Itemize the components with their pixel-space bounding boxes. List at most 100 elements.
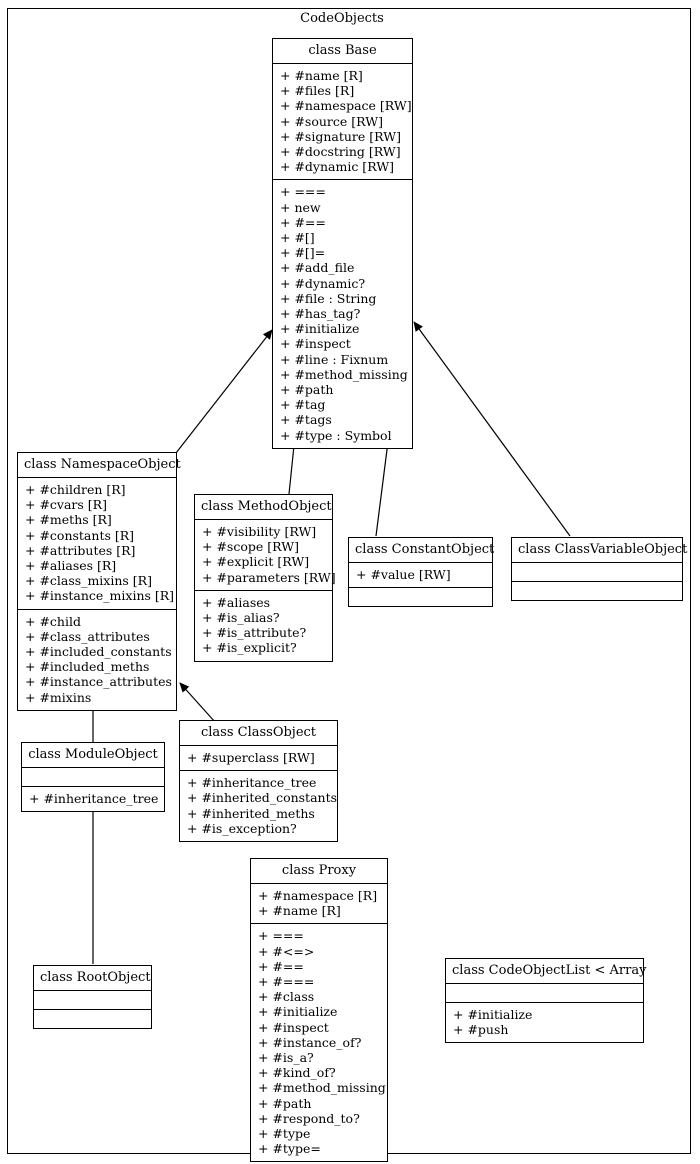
- method-row: + #method_missing: [258, 1080, 386, 1096]
- class-methods-moduleobject: + #inheritance_tree: [22, 787, 164, 811]
- class-methods-base: + === + new + #== + #[] + #[]= + #add_fi…: [273, 180, 412, 447]
- class-box-rootobject[interactable]: class RootObject: [33, 965, 152, 1029]
- method-row: + #method_missing: [280, 366, 408, 382]
- method-row: + #==: [280, 214, 326, 230]
- class-methods-codeobjectlist: + #initialize + #push: [446, 1003, 643, 1042]
- method-row: + #path: [258, 1095, 312, 1111]
- class-box-namespaceobject[interactable]: class NamespaceObject + #children [R] + …: [17, 452, 181, 711]
- class-box-methodobject[interactable]: class MethodObject + #visibility [RW] + …: [194, 494, 336, 662]
- method-row: + #child: [25, 613, 81, 629]
- method-row: + #dynamic?: [280, 275, 366, 291]
- method-row: + #class: [258, 989, 315, 1005]
- attribute-row: + #constants [R]: [25, 527, 135, 543]
- attribute-row: + #explicit [RW]: [202, 554, 310, 570]
- method-row: + #included_meths: [25, 659, 150, 675]
- class-attributes-namespaceobject: + #children [R] + #cvars [R] + #meths [R…: [18, 478, 176, 610]
- attribute-row: + #namespace [R]: [258, 888, 378, 903]
- method-row: + #tag: [280, 397, 326, 413]
- class-name-classobject: class ClassObject: [180, 721, 337, 746]
- method-row: + #line : Fixnum: [280, 351, 389, 367]
- method-row: + #file : String: [280, 290, 377, 306]
- class-box-moduleobject[interactable]: class ModuleObject + #inheritance_tree: [21, 742, 165, 813]
- attribute-row: + #namespace [RW]: [280, 98, 412, 114]
- class-attributes-constantobject: + #value [RW]: [349, 563, 492, 589]
- attribute-row: + #attributes [R]: [25, 542, 136, 558]
- class-attributes-codeobjectlist: [446, 984, 643, 1003]
- attribute-row: + #cvars [R]: [25, 497, 107, 513]
- method-row: + #instance_of?: [258, 1034, 362, 1050]
- class-methods-namespaceobject: + #child + #class_attributes + #included…: [18, 610, 176, 710]
- class-box-classvariableobject[interactable]: class ClassVariableObject: [511, 537, 687, 601]
- class-box-codeobjectlist[interactable]: class CodeObjectList < Array + #initiali…: [445, 958, 646, 1044]
- attribute-row: + #children [R]: [25, 482, 126, 497]
- class-attributes-rootobject: [34, 991, 151, 1010]
- attribute-row: + #docstring [RW]: [280, 144, 401, 160]
- method-row: + #inheritance_tree: [187, 775, 317, 791]
- method-row: + #==: [258, 958, 304, 974]
- attribute-row: + #signature [RW]: [280, 128, 401, 144]
- class-box-proxy[interactable]: class Proxy + #namespace [R] + #name [R]…: [250, 858, 388, 1163]
- method-row: + #mixins: [25, 689, 92, 705]
- class-box-base[interactable]: class Base + #name [R] + #files [R] + #n…: [272, 38, 413, 449]
- class-methods-proxy: + === + #<=> + #== + #=== + #class + #in…: [251, 924, 387, 1161]
- method-row: + #respond_to?: [258, 1110, 360, 1126]
- attribute-row: + #meths [R]: [25, 512, 112, 528]
- method-row: + #is_explicit?: [202, 640, 297, 656]
- class-attributes-moduleobject: [22, 768, 164, 787]
- method-row: + #inheritance_tree: [29, 791, 159, 806]
- attribute-row: + #aliases [R]: [25, 558, 117, 574]
- attribute-row: + #parameters [RW]: [202, 569, 336, 585]
- class-name-methodobject: class MethodObject: [195, 495, 332, 520]
- method-row: + #inspect: [280, 336, 351, 352]
- attribute-row: + #name [R]: [258, 903, 341, 919]
- class-attributes-classvariableobject: [512, 563, 682, 582]
- method-row: + #inspect: [258, 1019, 329, 1035]
- method-row: + #[]: [280, 230, 315, 246]
- method-row: + #type: [258, 1126, 311, 1142]
- class-box-classobject[interactable]: class ClassObject + #superclass [RW] + #…: [179, 720, 338, 843]
- class-name-proxy: class Proxy: [251, 859, 387, 884]
- diagram-title: CodeObjects: [300, 11, 384, 26]
- attribute-row: + #value [RW]: [356, 567, 451, 582]
- method-row: + #is_a?: [258, 1050, 314, 1066]
- class-attributes-proxy: + #namespace [R] + #name [R]: [251, 884, 387, 925]
- class-methods-methodobject: + #aliases + #is_alias? + #is_attribute?…: [195, 591, 332, 661]
- class-methods-constantobject: [349, 588, 492, 606]
- method-row: + #is_attribute?: [202, 625, 307, 641]
- method-row: + #has_tag?: [280, 306, 361, 322]
- method-row: + #aliases: [202, 594, 271, 610]
- method-row: + #type : Symbol: [280, 427, 392, 443]
- class-attributes-classobject: + #superclass [RW]: [180, 746, 337, 772]
- class-attributes-methodobject: + #visibility [RW] + #scope [RW] + #expl…: [195, 520, 336, 591]
- class-methods-rootobject: [34, 1010, 151, 1028]
- method-row: + #path: [280, 382, 334, 398]
- class-name-base: class Base: [273, 39, 412, 64]
- class-name-codeobjectlist: class CodeObjectList < Array: [446, 959, 646, 984]
- method-row: + #tags: [280, 412, 332, 428]
- attribute-row: + #source [RW]: [280, 113, 383, 129]
- method-row: + #instance_attributes: [25, 674, 172, 690]
- method-row: + #inherited_constants: [187, 790, 338, 806]
- method-row: + #type=: [258, 1141, 321, 1157]
- class-name-namespaceobject: class NamespaceObject: [18, 453, 181, 478]
- method-row: + #class_attributes: [25, 628, 150, 644]
- class-methods-classobject: + #inheritance_tree + #inherited_constan…: [180, 771, 337, 841]
- class-name-moduleobject: class ModuleObject: [22, 743, 164, 768]
- method-row: + #push: [453, 1022, 509, 1038]
- method-row: + #kind_of?: [258, 1065, 336, 1081]
- class-box-constantobject[interactable]: class ConstantObject + #value [RW]: [348, 537, 494, 608]
- attribute-row: + #name [R]: [280, 68, 363, 83]
- method-row: + #initialize: [280, 321, 360, 337]
- class-name-rootobject: class RootObject: [34, 966, 151, 991]
- attribute-row: + #class_mixins [R]: [25, 573, 152, 589]
- class-attributes-base: + #name [R] + #files [R] + #namespace [R…: [273, 64, 412, 181]
- method-row: + #[]=: [280, 245, 326, 261]
- method-row: + #initialize: [258, 1004, 338, 1020]
- class-name-classvariableobject: class ClassVariableObject: [512, 538, 687, 563]
- method-row: + #initialize: [453, 1007, 533, 1022]
- attribute-row: + #instance_mixins [R]: [25, 588, 175, 604]
- method-row: + #inherited_meths: [187, 805, 315, 821]
- method-row: + #add_file: [280, 260, 355, 276]
- attribute-row: + #superclass [RW]: [187, 750, 315, 765]
- method-row: + ===: [258, 928, 304, 944]
